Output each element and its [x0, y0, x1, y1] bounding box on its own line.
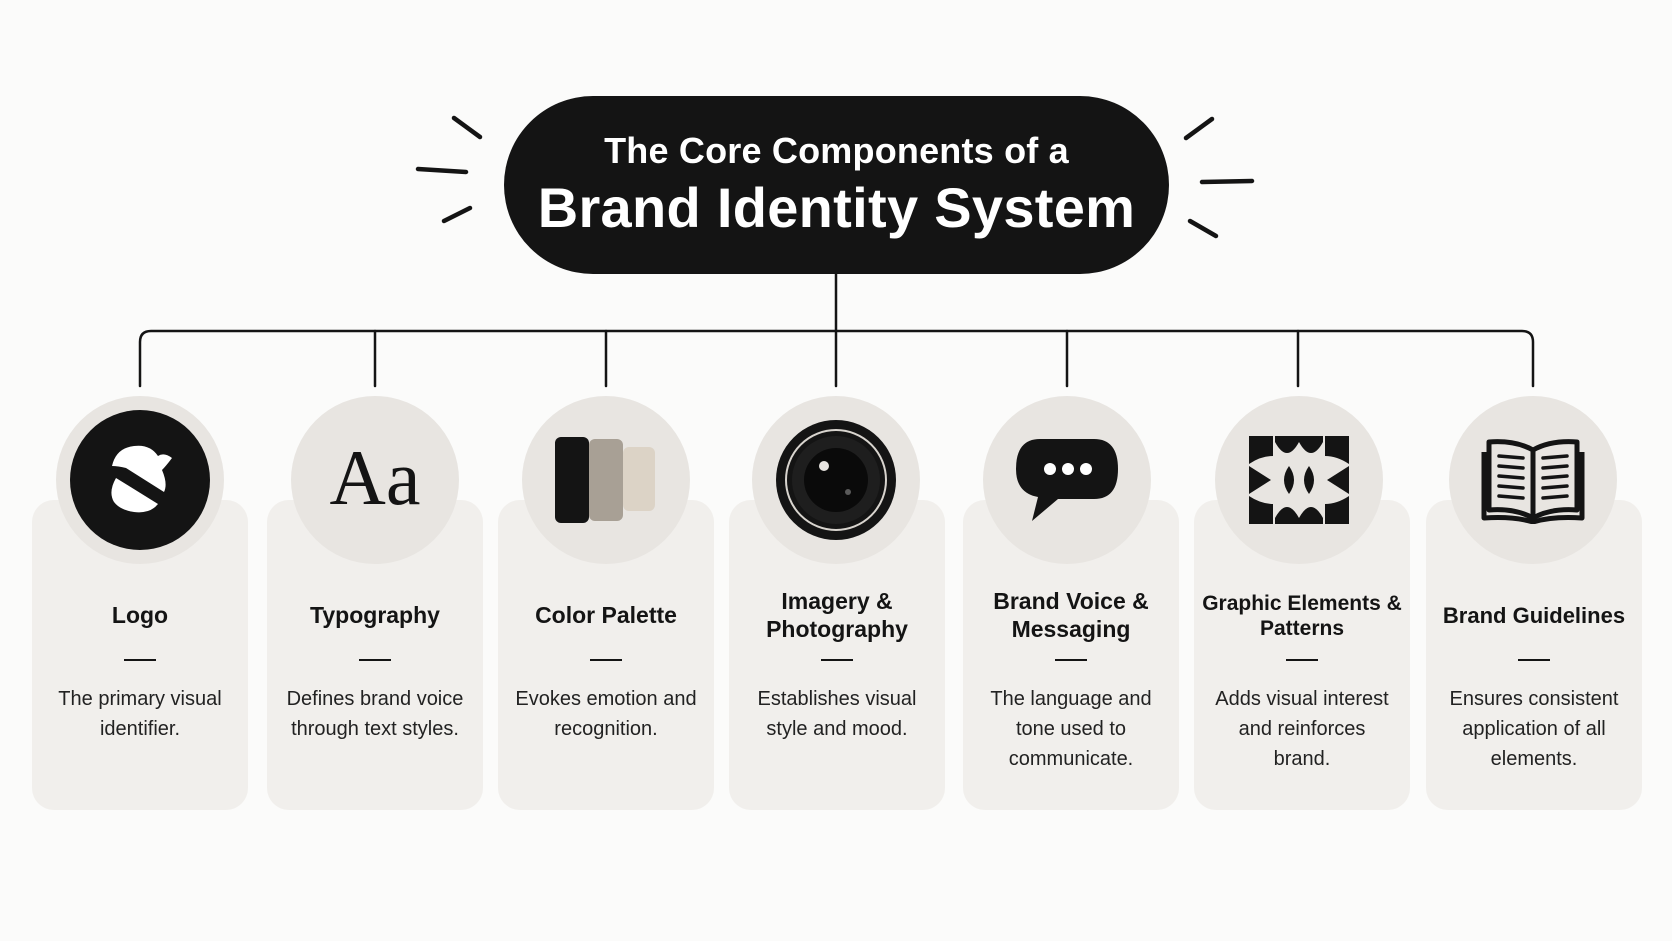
component-card-brand-guidelines: Brand Guidelines Ensures consistent appl… [1426, 500, 1642, 810]
card-description: Establishes visual style and mood. [757, 688, 917, 740]
brand-voice-icon-circle [983, 396, 1151, 564]
card-description: Adds visual interest and reinforces bran… [1215, 688, 1389, 770]
divider [590, 659, 622, 661]
card-description: The language and tone used to communicat… [990, 688, 1152, 770]
divider [124, 659, 156, 661]
card-title: Imagery & Photography [766, 588, 908, 642]
open-book-icon [1481, 439, 1585, 524]
card-title: Brand Guidelines [1442, 602, 1626, 628]
divider [1286, 659, 1318, 661]
card-title: Graphic Elements & Patterns [1202, 591, 1402, 640]
sparkle-strokes [415, 115, 1255, 239]
camera-lens-icon [776, 420, 896, 540]
divider [821, 659, 853, 661]
geometric-pattern-icon [1249, 436, 1349, 524]
color-palette-icon-circle [522, 396, 690, 564]
divider [1518, 659, 1550, 661]
typography-icon-circle: Aa [291, 396, 459, 564]
card-description: The primary visual identifier. [58, 688, 222, 740]
card-title: Logo [111, 602, 169, 629]
divider [1055, 659, 1087, 661]
title-line-1: The Core Components of a [604, 130, 1069, 172]
title-pill: The Core Components of a Brand Identity … [504, 96, 1169, 274]
graphic-elements-icon-circle [1215, 396, 1383, 564]
speech-bubble-icon [1016, 439, 1118, 521]
card-description: Defines brand voice through text styles. [286, 688, 464, 740]
bus-line [138, 329, 1535, 388]
card-title: Color Palette [535, 602, 677, 629]
logo-icon-circle [56, 396, 224, 564]
title-line-2: Brand Identity System [537, 175, 1136, 239]
typography-icon: Aa [329, 434, 421, 521]
imagery-icon-circle [752, 396, 920, 564]
color-swatches-icon [555, 437, 655, 523]
card-title: Typography [310, 602, 440, 629]
card-description: Ensures consistent application of all el… [1449, 688, 1619, 770]
brand-guidelines-icon-circle [1449, 396, 1617, 564]
card-description: Evokes emotion and recognition. [515, 688, 697, 740]
card-title: Brand Voice & Messaging [993, 588, 1149, 642]
logo-mark-icon [70, 410, 210, 550]
divider [359, 659, 391, 661]
